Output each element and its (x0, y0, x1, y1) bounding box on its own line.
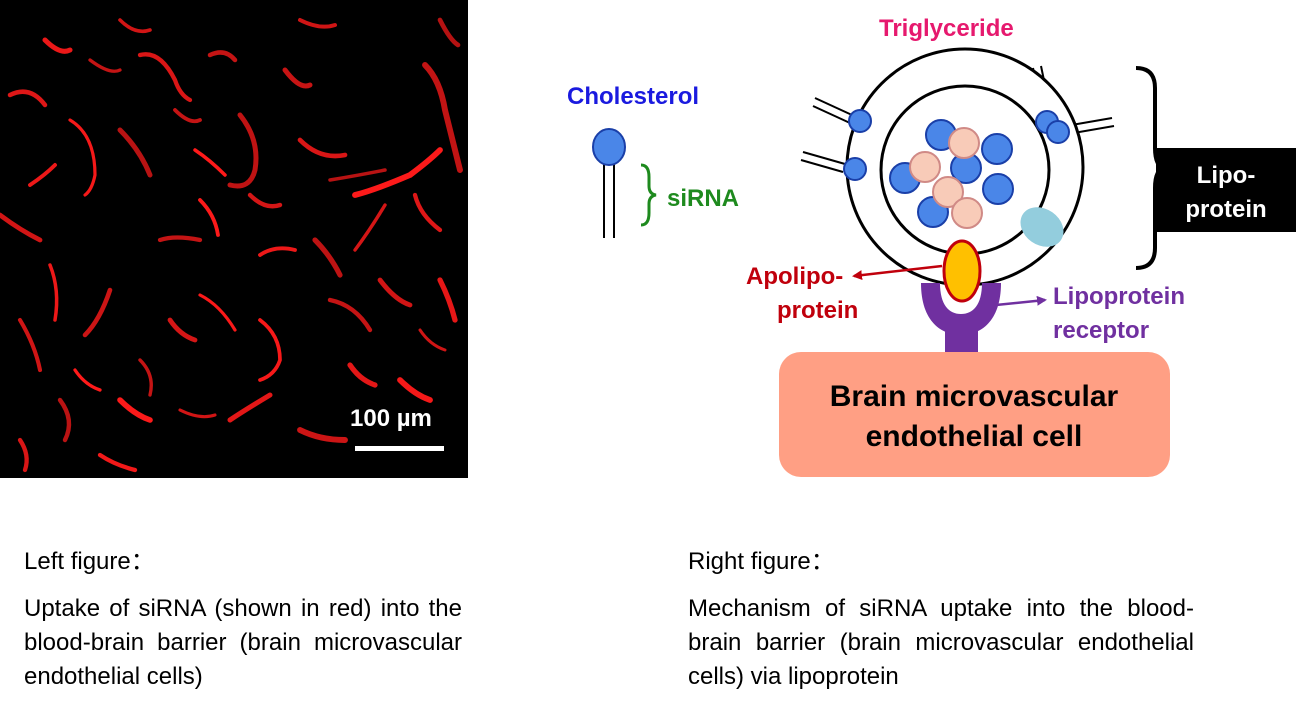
vessel-segment (198, 198, 220, 237)
left-figure-title: Left figure： (24, 548, 155, 575)
receptor-label-line2: receptor (1053, 317, 1149, 344)
vessel-segment (117, 127, 153, 178)
triglyceride-label: Triglyceride (879, 15, 1014, 42)
endothelial-cell (779, 352, 1170, 477)
lipoprotein-box-line1: Lipo- (1197, 162, 1256, 189)
vessel-segment (258, 246, 297, 257)
sirna-brace (640, 163, 657, 227)
vessel-segment (353, 203, 387, 252)
vessel-segment (17, 317, 43, 373)
cell-label-line2: endothelial cell (866, 420, 1083, 453)
vessel-segment (88, 58, 122, 73)
vessel-segment (157, 235, 203, 243)
vessel-segment (28, 163, 57, 187)
mechanism-diagram: Cholesterol siRNA Triglyceride (567, 15, 1296, 477)
receptor-arrow (995, 295, 1047, 307)
receptor-label-line1: Lipoprotein (1053, 283, 1185, 310)
vessel-segment (0, 212, 43, 243)
vessel-segment (7, 89, 48, 108)
vessel-segment (48, 263, 59, 322)
vessel-segment (82, 287, 113, 338)
scale-bar (355, 446, 444, 451)
vessel-segment (297, 427, 348, 443)
vessel-segment (118, 18, 152, 34)
vessel-segment (178, 408, 217, 419)
vessel-segment (397, 377, 433, 403)
vessel-segment (17, 437, 29, 473)
vessel-segment (73, 368, 102, 392)
cell-label-line1: Brain microvascular (830, 380, 1119, 413)
vessel-segment (297, 137, 348, 159)
right-figure-caption: Mechanism of siRNA uptake into the blood… (688, 595, 1194, 690)
vessel-segment (193, 148, 227, 177)
vessel-segment (247, 192, 283, 209)
cholesterol-head (592, 128, 626, 166)
vessel-segment (173, 108, 202, 124)
vessel-segment (227, 112, 259, 189)
lipoprotein-particle (800, 47, 1115, 287)
vessel-segment (298, 18, 337, 29)
vessel-segment (258, 318, 282, 382)
fluorescence-micrograph: 100 µm (0, 0, 468, 478)
vessel-segment (377, 277, 413, 308)
vessel-segment (117, 397, 153, 423)
vessel-segment (138, 358, 153, 397)
left-figure-caption: Uptake of siRNA (shown in red) into the … (24, 595, 462, 690)
vessel-segment (167, 317, 198, 343)
vessel-segment (57, 397, 72, 443)
vessel-segment (207, 50, 238, 63)
vessel-network (0, 17, 463, 473)
vessel-segment (42, 37, 73, 54)
vessel-segment (97, 452, 138, 473)
apolipoprotein-light (1020, 207, 1064, 247)
vessel-segment (312, 237, 343, 278)
vessel-segment (327, 297, 373, 333)
vessel-segment (347, 362, 378, 388)
right-figure-title: Right figure： (688, 548, 835, 575)
vessel-segment (328, 168, 387, 182)
vessel-segment (68, 118, 97, 197)
vessel-segment (422, 62, 463, 173)
vessel-segment (137, 52, 193, 103)
apolipoprotein-label-line1: Apolipo- (746, 263, 843, 290)
receptor-stem (945, 330, 978, 355)
lipoprotein-box (1156, 148, 1296, 232)
vessel-segment (198, 293, 237, 332)
cholesterol-label: Cholesterol (567, 83, 699, 110)
lipoprotein-box-line2: protein (1185, 196, 1266, 223)
apolipoprotein-arrow (852, 264, 943, 281)
cholesterol-sirna-conjugate: siRNA (592, 128, 739, 238)
vessel-segment (437, 277, 458, 323)
sirna-label: siRNA (667, 185, 739, 212)
apolipoprotein (942, 239, 982, 303)
vessel-segment (227, 392, 273, 423)
scale-bar-label: 100 µm (350, 405, 432, 432)
vessel-segment (437, 17, 461, 48)
vessel-segment (412, 192, 443, 233)
vessel-segment (418, 328, 447, 352)
vessel-segment (282, 67, 313, 89)
apolipoprotein-label-line2: protein (777, 297, 858, 324)
vessel-segment (352, 147, 443, 198)
lipoprotein-receptor (921, 283, 1001, 335)
